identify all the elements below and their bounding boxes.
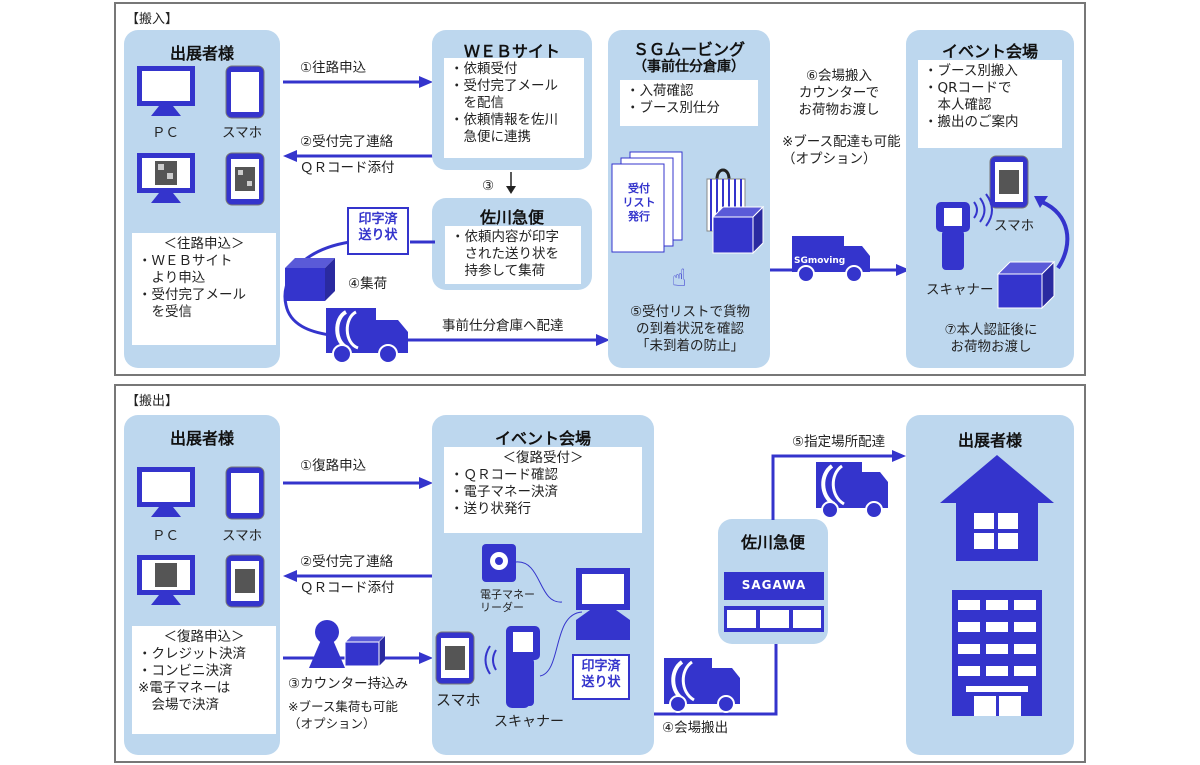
inbound-sagawa-title: 佐川急便 bbox=[479, 208, 544, 227]
inbound-exhibitor-info: ＜往路申込＞ ・ＷＥＢサイト より申込 ・受付完了メール を受信 bbox=[132, 233, 276, 345]
outbound-venue-items: ＜復路受付＞ ・ＱＲコード確認 ・電子マネー決済 ・送り状発行 bbox=[444, 447, 642, 533]
outbound-venue-title: イベント会場 bbox=[494, 429, 591, 448]
inbound-venue-phone-label: スマホ bbox=[994, 218, 1035, 234]
web-site-items: ・依頼受付 ・受付完了メール を配信 ・依頼情報を佐川 急便に連携 bbox=[444, 58, 584, 158]
deliver-to-warehouse-label: 事前仕分倉庫へ配達 bbox=[442, 318, 564, 334]
luggage-and-package-icon bbox=[706, 168, 765, 255]
venue-to-sagawa-path bbox=[654, 630, 782, 716]
outbound-pc-icon bbox=[137, 467, 195, 517]
outbound-step3-label: ③カウンター持込み bbox=[288, 676, 409, 692]
outbound-step2-label2: ＱＲコード添付 bbox=[300, 580, 395, 596]
outbound-venue-phone-label: スマホ bbox=[436, 691, 481, 709]
outbound-sagawa-title: 佐川急便 bbox=[740, 533, 805, 552]
inbound-section-title: 【搬入】 bbox=[126, 12, 179, 27]
inbound-step4-label: ④集荷 bbox=[348, 276, 388, 292]
inbound-venue-smartphone-icon bbox=[989, 155, 1029, 209]
step3-arrow bbox=[506, 172, 516, 194]
sg-moving-items: ・入荷確認 ・ブース別仕分 bbox=[620, 80, 758, 126]
inbound-step7-text: ⑦本人認証後に お荷物お渡し bbox=[944, 322, 1038, 355]
inbound-sagawa-items: ・依頼内容が印字 された送り状を 持参して集荷 bbox=[445, 226, 581, 284]
sgmoving-truck-text: SGmoving bbox=[794, 256, 846, 266]
sg-step5-text: ⑤受付リストで貨物 の到着状況を確認 「未到着の防止」 bbox=[629, 304, 751, 354]
outbound-step2-label1: ②受付完了連絡 bbox=[300, 554, 394, 570]
web-site-title: ＷＥＢサイト bbox=[463, 42, 560, 61]
pointing-hand-icon: ☝ bbox=[672, 264, 687, 292]
inbound-booth-note: ※ブース配達も可能 （オプション） bbox=[782, 134, 901, 167]
outbound-smartphone-qr-icon bbox=[225, 554, 265, 608]
e-money-reader-icon bbox=[482, 544, 583, 677]
step2-arrow bbox=[283, 150, 433, 162]
house-icon bbox=[940, 455, 1054, 561]
outbound-smartphone-icon bbox=[225, 466, 265, 520]
destination-exhibitor-title: 出展者様 bbox=[957, 431, 1022, 450]
inbound-package-icon bbox=[996, 260, 1056, 310]
inbound-step1-label: ①往路申込 bbox=[300, 60, 367, 76]
outbound-scanner-label: スキャナー bbox=[494, 714, 564, 730]
sagawa-truck-icon bbox=[326, 308, 408, 364]
step1-arrow bbox=[283, 76, 433, 88]
inbound-step2-label1: ②受付完了連絡 bbox=[300, 134, 394, 150]
inbound-step2-label2: ＱＲコード添付 bbox=[300, 160, 395, 176]
package-icon bbox=[285, 258, 335, 301]
outbound-step2-arrow bbox=[283, 570, 433, 582]
inbound-step3-label: ③ bbox=[482, 178, 495, 194]
outbound-smartphone-venue-icon bbox=[435, 631, 475, 685]
outbound-booth-note: ※ブース集荷も可能 （オプション） bbox=[288, 699, 398, 731]
register-pc-icon bbox=[576, 568, 630, 640]
inbound-exhibitor-title: 出展者様 bbox=[169, 44, 234, 63]
pc-icon bbox=[137, 66, 195, 116]
handover-curve-arrow bbox=[1034, 196, 1070, 270]
outbound-step1-label: ①復路申込 bbox=[300, 458, 367, 474]
sg-moving-subtitle: （事前仕分倉庫） bbox=[633, 59, 745, 75]
inbound-venue-items: ・ブース別搬入 ・QRコードで 本人確認 ・搬出のご案内 bbox=[918, 60, 1062, 148]
inbound-printed-label: 印字済 送り状 bbox=[347, 207, 409, 255]
pc-qr-icon bbox=[137, 153, 195, 203]
reception-list-text: 受付 リスト 発行 bbox=[622, 182, 656, 223]
outbound-exhibitor-info: ＜復路申込＞ ・クレジット決済 ・コンビニ決済 ※電子マネーは 会場で決済 bbox=[132, 626, 276, 734]
outbound-section-title: 【搬出】 bbox=[126, 394, 179, 409]
inbound-scanner-label: スキャナー bbox=[926, 282, 994, 298]
sagawa-store-icon bbox=[724, 572, 824, 632]
reception-list-document-icon bbox=[611, 151, 683, 253]
outbound-step4-label: ④会場搬出 bbox=[662, 720, 729, 736]
e-money-reader-label: 電子マネー リーダー bbox=[480, 588, 535, 614]
sagawa-sign-text: SAGAWA bbox=[741, 578, 807, 592]
outbound-step1-arrow bbox=[283, 477, 433, 489]
counter-dropoff-arrow bbox=[283, 620, 433, 668]
outbound-scanner-body-icon bbox=[506, 626, 540, 706]
outbound-exhibitor-title: 出展者様 bbox=[169, 429, 234, 448]
outbound-pc-label: ＰＣ bbox=[152, 528, 179, 544]
office-building-icon bbox=[952, 590, 1042, 716]
outbound-printed-label: 印字済 送り状 bbox=[572, 654, 630, 700]
smartphone-qr-icon bbox=[225, 152, 265, 206]
deliver-to-warehouse-arrow bbox=[408, 334, 610, 346]
outbound-pc-qr-icon bbox=[137, 555, 195, 605]
sagawa-to-destination-path bbox=[771, 450, 906, 520]
outbound-step5-label: ⑤指定場所配達 bbox=[792, 434, 886, 450]
inbound-scanner-icon bbox=[936, 193, 993, 270]
sg-moving-title: ＳＧムービング bbox=[632, 40, 745, 59]
outbound-phone-label: スマホ bbox=[222, 528, 263, 544]
inbound-venue-title: イベント会場 bbox=[941, 42, 1038, 61]
smartphone-icon bbox=[225, 65, 265, 119]
sgmoving-truck-icon bbox=[770, 236, 910, 283]
inbound-phone-label: スマホ bbox=[222, 125, 263, 141]
pickup-flow-path bbox=[283, 240, 435, 337]
inbound-pc-label: ＰＣ bbox=[152, 125, 179, 141]
inbound-step6-text: ⑥会場搬入 カウンターで お荷物お渡し bbox=[798, 68, 880, 118]
